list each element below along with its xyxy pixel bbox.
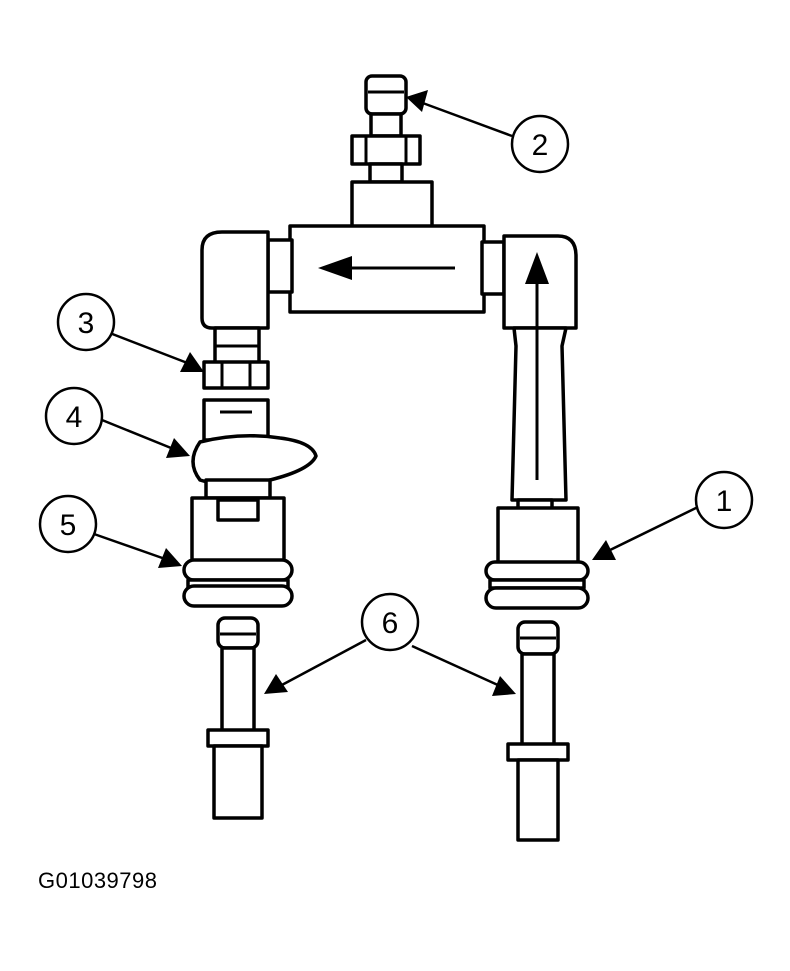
retainer-clip [191,434,318,487]
callout-2: 2 [510,114,570,174]
left-elbow [200,230,294,330]
callout-label-3: 3 [78,307,95,340]
left-coupler [182,478,294,608]
tee-body [288,180,486,314]
callout-3: 3 [56,292,116,352]
callout-4: 4 [44,386,104,446]
figure-id: G01039798 [38,868,158,893]
top-fitting [350,74,422,184]
right-male-fitting [506,620,570,842]
right-coupler [484,506,590,610]
callout-1: 1 [694,470,754,530]
left-male-fitting [206,616,270,820]
callout-label-5: 5 [60,509,77,542]
callout-6: 6 [360,592,420,652]
leader-lines [93,90,701,696]
callout-label-2: 2 [532,129,549,162]
callout-5: 5 [38,494,98,554]
flow-arrow-up [525,252,549,284]
callout-label-6: 6 [382,607,399,640]
callout-label-1: 1 [716,485,733,518]
callout-label-4: 4 [66,401,83,434]
flow-arrow-left [318,256,352,280]
left-stem-nut [202,326,270,442]
